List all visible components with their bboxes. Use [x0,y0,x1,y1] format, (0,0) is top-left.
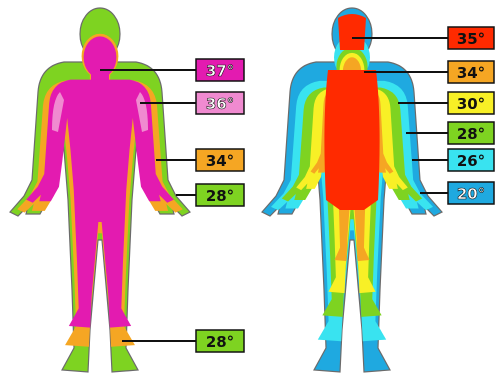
label-text: 34° [206,152,234,170]
label-34: 34° [156,149,244,171]
label-text: 34° [457,64,485,82]
label-text: 28° [457,125,485,143]
label-text: 30° [457,95,485,113]
right-figure [262,8,442,372]
label-28-foot: 28° [122,330,244,352]
label-26: 26° [412,149,494,171]
label-text: 36° [206,95,234,113]
label-text: 35° [457,30,485,48]
left-figure [10,8,190,372]
label-28: 28° [406,122,494,144]
label-text: 28° [206,333,234,351]
label-35: 35° [352,27,494,49]
label-text: 28° [206,187,234,205]
label-text: 26° [457,152,485,170]
label-text: 37° [206,62,234,80]
label-28-hand: 28° [176,184,244,206]
label-text: 20° [457,185,485,203]
